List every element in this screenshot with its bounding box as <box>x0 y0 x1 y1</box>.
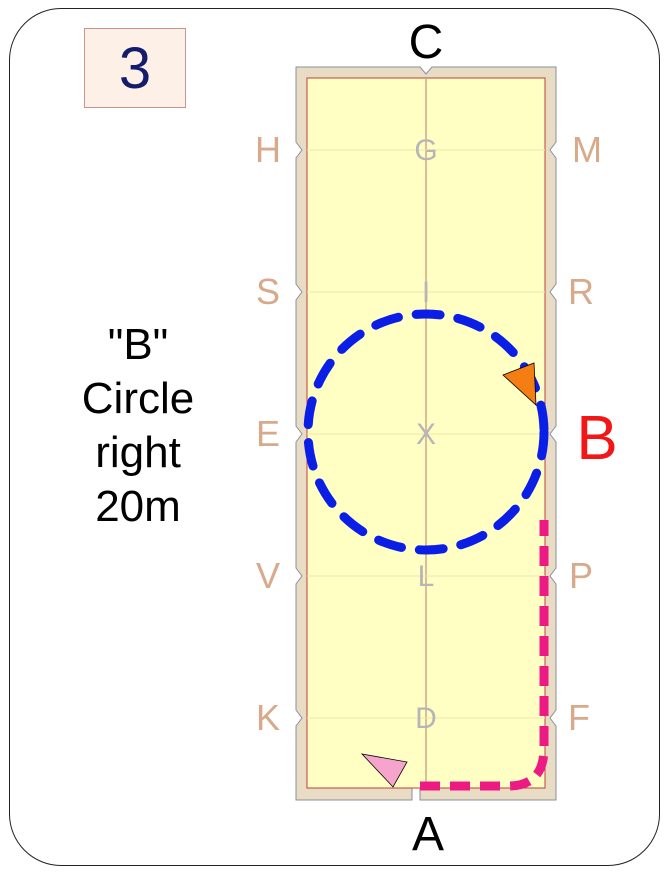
movement-figure: Circle <box>81 374 195 423</box>
marker-H: H <box>255 129 281 170</box>
marker-E: E <box>256 413 280 454</box>
orange-triangle-arrow <box>502 362 537 406</box>
movement-description: "B" Circle right 20m <box>40 318 236 534</box>
movement-letter: "B" <box>107 320 169 369</box>
marker-M: M <box>572 129 602 170</box>
marker-F: F <box>568 697 590 738</box>
marker-P: P <box>569 555 593 596</box>
marker-A: A <box>412 808 444 861</box>
movement-size: 20m <box>95 482 181 531</box>
test-number-box: 3 <box>84 28 186 108</box>
marker-B: B <box>576 404 617 473</box>
marker-D: D <box>415 702 437 735</box>
marker-K: K <box>256 697 280 738</box>
pink-triangle-arrow <box>360 753 408 788</box>
marker-C: C <box>409 16 444 69</box>
marker-X: X <box>416 418 436 451</box>
marker-V: V <box>256 555 280 596</box>
marker-S: S <box>256 271 280 312</box>
marker-R: R <box>568 271 594 312</box>
test-number: 3 <box>118 35 152 101</box>
marker-I: I <box>422 276 430 309</box>
marker-G: G <box>414 134 437 167</box>
marker-lines <box>307 149 545 719</box>
circle-path <box>303 309 549 555</box>
movement-direction: right <box>95 428 181 477</box>
marker-L: L <box>418 560 435 593</box>
